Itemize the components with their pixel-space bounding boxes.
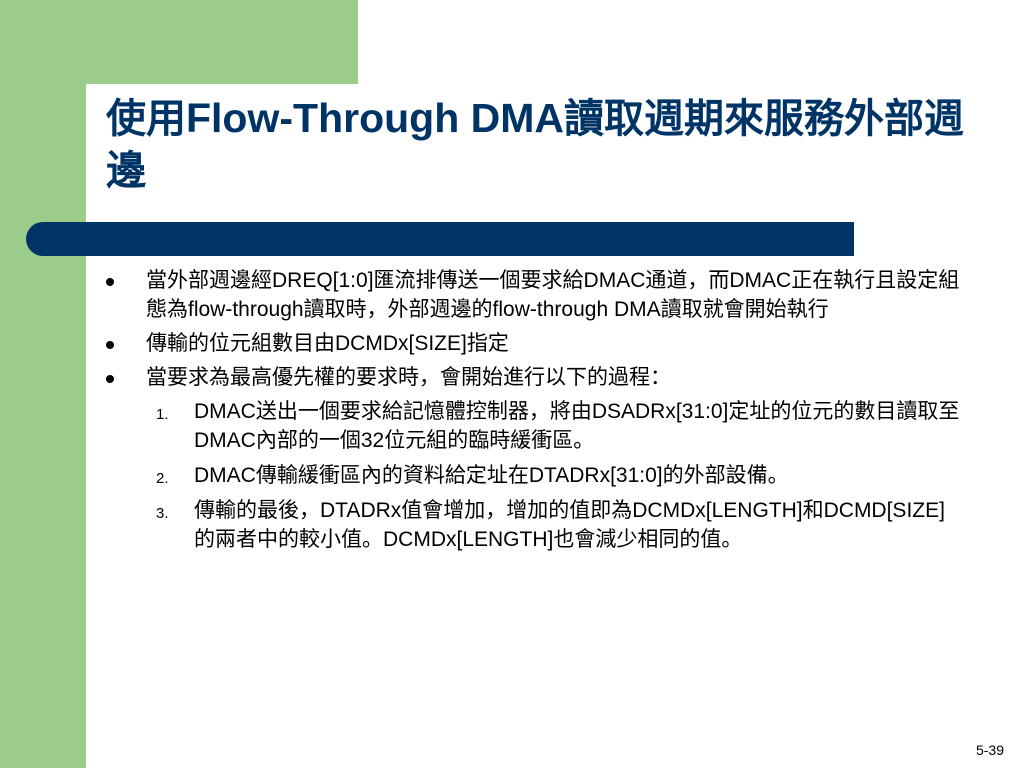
step-number: 3. <box>156 505 169 522</box>
slide-title: 使用Flow-Through DMA讀取週期來服務外部週邊 <box>106 92 986 197</box>
bullet-item: 傳輸的位元組數目由DCMDx[SIZE]指定 <box>100 329 960 358</box>
bullet-item: 當要求為最高優先權的要求時，會開始進行以下的過程： <box>100 363 960 392</box>
bullet-text: 當要求為最高優先權的要求時，會開始進行以下的過程： <box>146 366 671 389</box>
numbered-step: 1. DMAC送出一個要求給記憶體控制器，將由DSADRx[31:0]定址的位元… <box>100 397 960 455</box>
title-divider-bar <box>26 222 854 256</box>
bullet-dot-icon <box>106 278 114 286</box>
step-text: 傳輸的最後，DTADRx值會增加，增加的值即為DCMDx[LENGTH]和DCM… <box>194 499 945 551</box>
left-decor-band <box>0 0 86 768</box>
title-part-3: 讀取週期來服務外部週邊 <box>106 95 965 194</box>
page-number: 5-39 <box>975 742 1004 758</box>
top-decor-band <box>0 0 358 84</box>
numbered-step: 2. DMAC傳輸緩衝區內的資料給定址在DTADRx[31:0]的外部設備。 <box>100 461 960 490</box>
title-part-1: 使用 <box>106 95 186 142</box>
step-text: DMAC送出一個要求給記憶體控制器，將由DSADRx[31:0]定址的位元的數目… <box>194 400 960 452</box>
bullet-dot-icon <box>106 375 114 383</box>
step-number: 2. <box>156 470 169 487</box>
bullet-text: 傳輸的位元組數目由DCMDx[SIZE]指定 <box>146 332 509 355</box>
numbered-step: 3. 傳輸的最後，DTADRx值會增加，增加的值即為DCMDx[LENGTH]和… <box>100 496 960 554</box>
bullet-item: 當外部週邊經DREQ[1:0]匯流排傳送一個要求給DMAC通道，而DMAC正在執… <box>100 266 960 324</box>
bullet-dot-icon <box>106 341 114 349</box>
bullet-text: 當外部週邊經DREQ[1:0]匯流排傳送一個要求給DMAC通道，而DMAC正在執… <box>146 269 960 321</box>
step-number: 1. <box>156 406 169 423</box>
slide-body: 當外部週邊經DREQ[1:0]匯流排傳送一個要求給DMAC通道，而DMAC正在執… <box>100 266 960 560</box>
step-text: DMAC傳輸緩衝區內的資料給定址在DTADRx[31:0]的外部設備。 <box>194 464 789 487</box>
title-part-2: Flow-Through DMA <box>186 95 565 141</box>
